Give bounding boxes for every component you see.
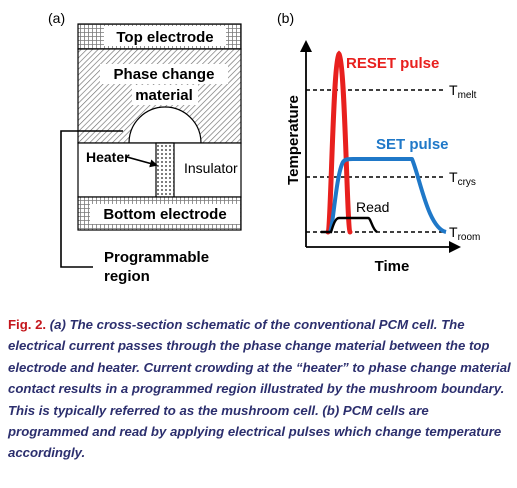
heater (155, 142, 175, 198)
bottom-electrode-label: Bottom electrode (103, 206, 226, 223)
panel-b: (b) Temperature Time Tmelt Tcrys Troom R… (277, 10, 480, 275)
figure-number: Fig. 2. (8, 317, 47, 332)
phase-change-label-bg-2 (132, 85, 198, 105)
t-crys-label: Tcrys (449, 169, 476, 188)
heater-label: Heater (86, 149, 130, 165)
bottom-electrode-label-bg (90, 204, 240, 224)
caption-text: (a) The cross-section schematic of the c… (8, 317, 511, 461)
t-melt-label: Tmelt (449, 82, 477, 101)
x-axis-arrow (449, 241, 461, 253)
phase-change-label-line1: Phase change (114, 66, 215, 83)
top-electrode-label-bg (104, 26, 226, 46)
top-electrode-label: Top electrode (116, 29, 213, 46)
y-axis-label: Temperature (285, 95, 302, 185)
figure-2: (a) Top electrode Phase change material … (48, 10, 480, 285)
mushroom-region (128, 106, 202, 144)
reset-pulse (325, 50, 353, 235)
phase-change-label-line2: material (135, 87, 193, 104)
programmable-region-label-line2: region (104, 268, 150, 285)
t-room-label: Troom (449, 224, 480, 243)
figure-caption: Fig. 2. (a) The cross-section schematic … (8, 314, 511, 464)
panel-a-label: (a) (48, 10, 65, 26)
insulator-label: Insulator (184, 160, 238, 176)
reset-pulse-label: RESET pulse (346, 55, 439, 72)
read-pulse (321, 216, 378, 234)
y-axis-arrow (300, 40, 312, 52)
programmable-region-callout (60, 130, 123, 268)
programmable-region-label-line1: Programmable (104, 249, 209, 266)
x-axis-label: Time (375, 258, 410, 275)
heater-arrow (126, 156, 158, 168)
read-pulse-label: Read (356, 199, 389, 215)
phase-change-label-bg-1 (100, 64, 228, 84)
panel-a: (a) Top electrode Phase change material … (48, 10, 242, 285)
set-pulse (328, 157, 447, 234)
panel-b-label: (b) (277, 10, 294, 26)
set-pulse-label: SET pulse (376, 136, 449, 153)
